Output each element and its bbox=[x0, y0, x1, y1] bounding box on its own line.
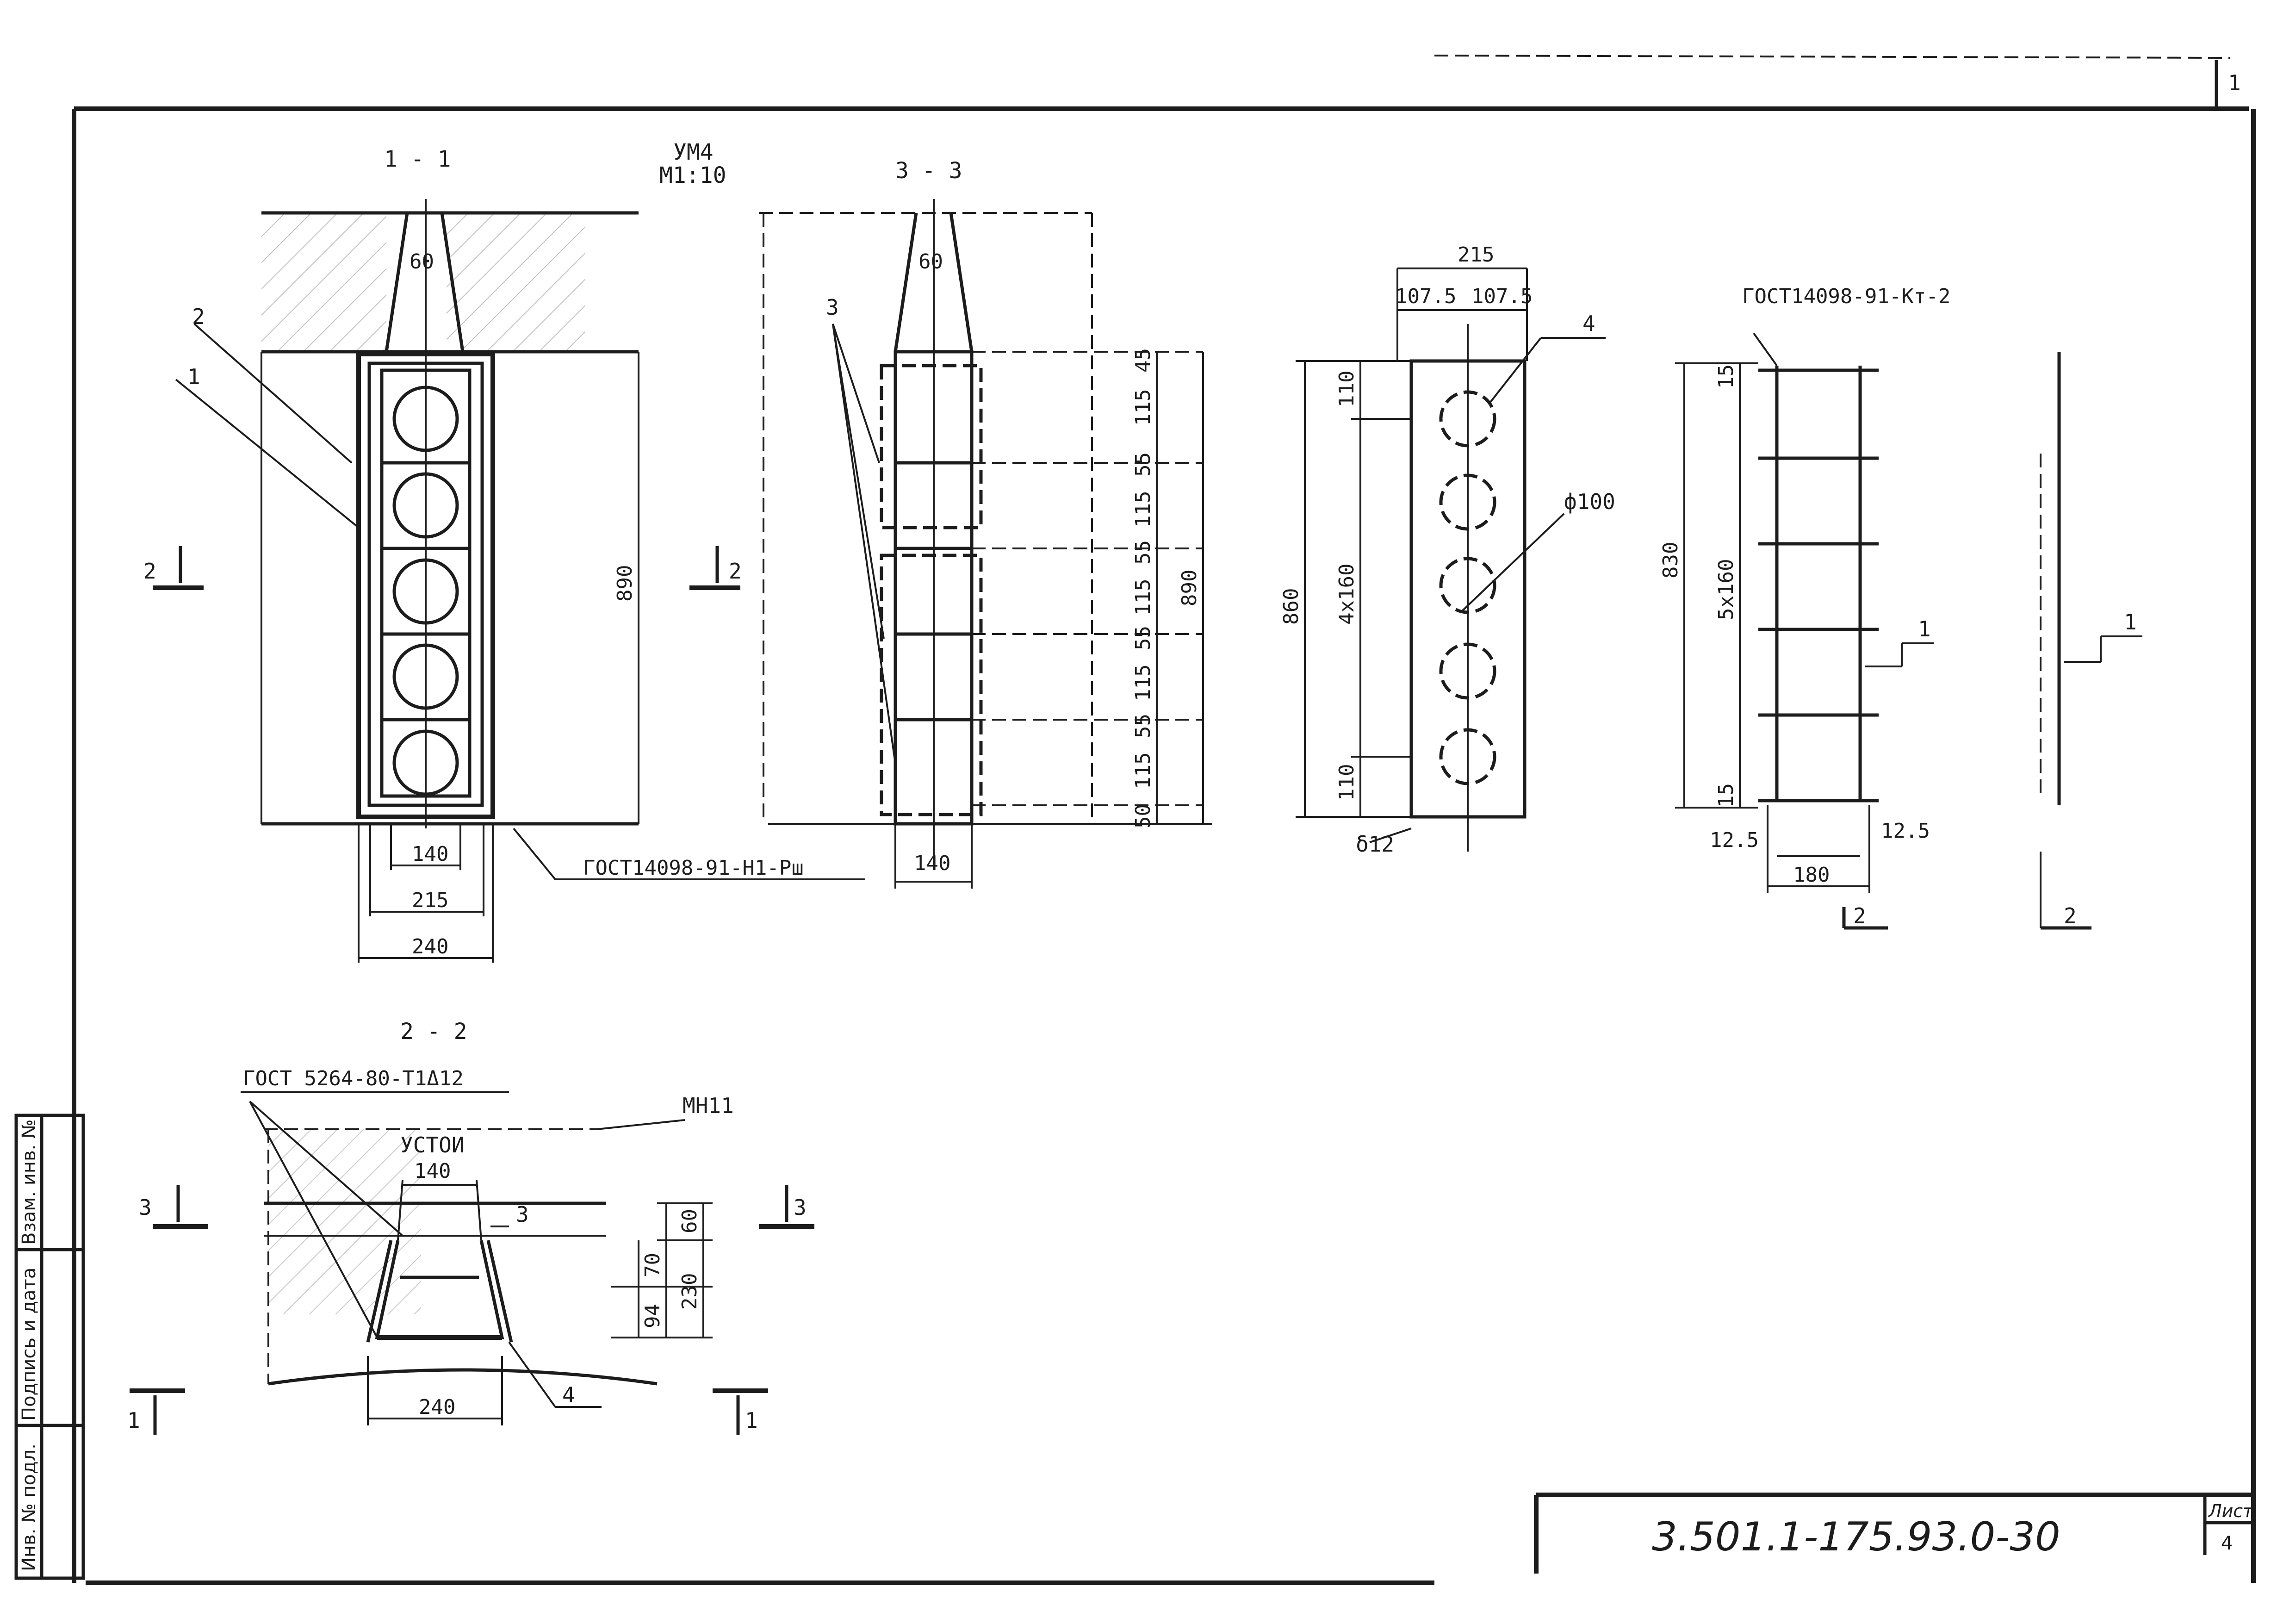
s22-gost: ГОСТ 5264-80-Т1Δ12 bbox=[243, 1067, 464, 1090]
plate-hole-label: ф100 bbox=[1564, 489, 1615, 514]
stamp-vzam-inv: Взам. инв. № bbox=[19, 1119, 40, 1245]
s22-dim-top: 140 bbox=[414, 1159, 451, 1183]
s22-dim-bottom: 240 bbox=[419, 1395, 455, 1419]
stamp-inv-podl: Инв. № подл. bbox=[19, 1444, 40, 1571]
s33-chain-dims: 45 115 55 115 55 115 55 115 55 115 50 bbox=[1131, 348, 1155, 828]
frame-view-marker: 2 bbox=[1853, 903, 1866, 928]
s11-dim-mid: 215 bbox=[412, 889, 448, 912]
s22-dim-230: 230 bbox=[678, 1273, 701, 1310]
s22-dim-60: 60 bbox=[678, 1209, 701, 1233]
side-bar-view bbox=[2040, 352, 2142, 930]
plate-view bbox=[1296, 268, 1606, 852]
s11-cut-marker: 2 bbox=[143, 559, 156, 584]
s11-callout-1: 1 bbox=[187, 364, 200, 389]
plate-thickness: δ12 bbox=[1356, 832, 1394, 857]
frame-dim-top: 15 bbox=[1714, 364, 1738, 389]
frame-view bbox=[1675, 332, 1934, 930]
s33-dim-height: 890 bbox=[1178, 570, 1201, 606]
stamp-signature-date: Подпись и дата bbox=[19, 1268, 40, 1421]
s11-dim-height: 890 bbox=[613, 565, 637, 602]
section-3-3-title: 3 - 3 bbox=[895, 158, 962, 184]
title-name: УМ4 bbox=[673, 139, 714, 165]
plate-dim-mid: 4x160 bbox=[1335, 564, 1359, 625]
frame-dim-bottom: 15 bbox=[1714, 783, 1738, 808]
plate-dim-half-left: 107.5 bbox=[1395, 285, 1456, 308]
s33-chain-dim-5: 55 bbox=[1131, 540, 1155, 565]
side-bar-callout-1: 1 bbox=[2124, 610, 2137, 635]
plate-dim-half-right: 107.5 bbox=[1471, 285, 1533, 308]
plate-dim-height: 860 bbox=[1279, 588, 1303, 625]
frame-dim-right: 12.5 bbox=[1881, 819, 1930, 843]
frame-dim-height: 830 bbox=[1659, 542, 1682, 579]
section-1-1 bbox=[153, 199, 865, 963]
s22-cut-3-right: 3 bbox=[794, 1195, 807, 1220]
section-3-3 bbox=[689, 199, 1212, 889]
s22-label-ustoi: УСТОИ bbox=[400, 1132, 464, 1157]
s22-cut-1-left: 1 bbox=[127, 1408, 140, 1433]
s33-chain-dim-11: 50 bbox=[1131, 804, 1155, 828]
s22-dim-94: 94 bbox=[641, 1304, 664, 1328]
s11-dim-inner: 140 bbox=[412, 842, 448, 866]
section-1-1-title: 1 - 1 bbox=[384, 146, 451, 172]
s33-dim-top: 60 bbox=[918, 250, 943, 274]
frame-dim-mid: 5x160 bbox=[1714, 559, 1738, 620]
s33-chain-dim-4: 115 bbox=[1131, 491, 1155, 528]
s22-callout-4: 4 bbox=[562, 1382, 575, 1407]
frame-gost: ГОСТ14098-91-Кт-2 bbox=[1742, 285, 1950, 308]
s22-dim-70: 70 bbox=[641, 1253, 664, 1277]
frame-dim-width: 180 bbox=[1793, 863, 1830, 887]
s11-callout-2: 2 bbox=[192, 304, 205, 329]
s33-chain-dim-6: 115 bbox=[1131, 579, 1155, 616]
s11-dim-top: 60 bbox=[410, 250, 434, 274]
s22-cut-3-left: 3 bbox=[139, 1195, 152, 1220]
section-2-2-title: 2 - 2 bbox=[400, 1019, 467, 1045]
section-2-2 bbox=[130, 1091, 814, 1435]
side-bar-view-marker: 2 bbox=[2064, 903, 2077, 928]
s33-callout-3: 3 bbox=[826, 295, 839, 320]
s33-chain-dim-8: 115 bbox=[1131, 665, 1155, 701]
plate-dim-width: 215 bbox=[1458, 243, 1494, 267]
s33-chain-dim-10: 115 bbox=[1131, 753, 1155, 789]
s33-chain-dim-1: 45 bbox=[1131, 348, 1155, 373]
s33-chain-dim-3: 55 bbox=[1131, 452, 1155, 477]
sheet-label: Лист bbox=[2208, 1501, 2254, 1521]
s11-dim-outer: 240 bbox=[412, 935, 448, 958]
frame-callout-1: 1 bbox=[1918, 616, 1931, 641]
s11-gost: ГОСТ14098-91-Н1-Рш bbox=[583, 856, 804, 880]
plate-dim-bottom: 110 bbox=[1335, 764, 1359, 801]
s33-cut-marker: 2 bbox=[729, 559, 742, 584]
stamp-column bbox=[14, 1114, 85, 1580]
s22-callout-3: 3 bbox=[516, 1202, 529, 1227]
s33-chain-dim-7: 55 bbox=[1131, 626, 1155, 650]
plate-dim-top: 110 bbox=[1335, 371, 1359, 407]
frame-dim-left: 12.5 bbox=[1710, 828, 1759, 852]
sheet-number: 4 bbox=[2221, 1533, 2233, 1554]
document-code: 3.501.1-175.93.0-30 bbox=[1652, 1514, 2060, 1560]
sheet-frame bbox=[72, 55, 2256, 1585]
s22-cut-1-right: 1 bbox=[745, 1408, 758, 1433]
s33-chain-dim-9: 55 bbox=[1131, 714, 1155, 738]
plate-callout-4: 4 bbox=[1582, 311, 1595, 336]
s22-label-mn: МН11 bbox=[683, 1093, 734, 1118]
title-scale: М1:10 bbox=[659, 162, 726, 188]
corner-sheet-number: 1 bbox=[2228, 70, 2241, 95]
s33-chain-dim-2: 115 bbox=[1131, 389, 1155, 426]
s33-dim-bottom: 140 bbox=[914, 852, 950, 875]
